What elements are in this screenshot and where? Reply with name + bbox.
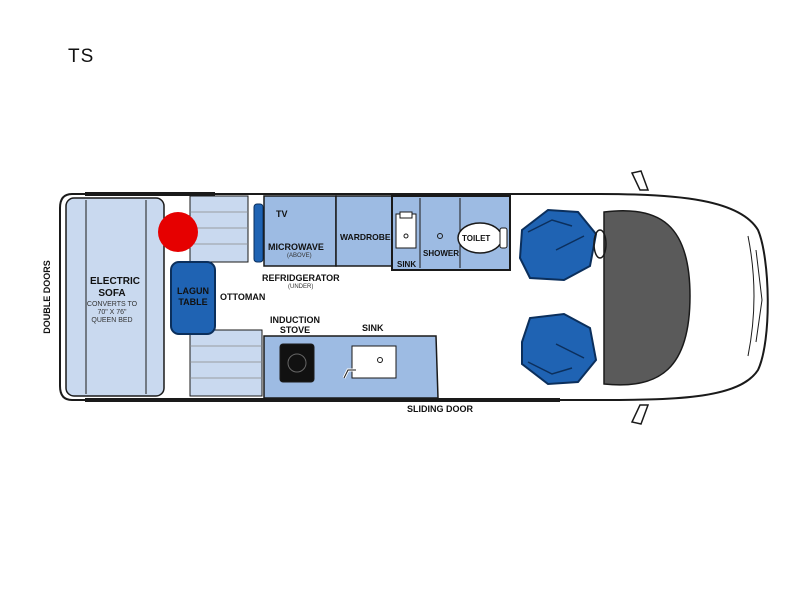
wardrobe [335, 195, 393, 267]
microwave-cabinet [263, 195, 337, 267]
rear-bench [189, 195, 249, 263]
front-bench [189, 329, 263, 397]
bath-sink [395, 213, 417, 249]
steering-wheel [593, 229, 607, 259]
tv [253, 203, 264, 263]
sliding-door-label: SLIDING DOOR [407, 404, 474, 414]
windshield [603, 210, 691, 386]
lagun-table-label: LAGUN TABLE [177, 286, 209, 307]
driver-seat [518, 208, 598, 282]
lagun-table[interactable] [170, 261, 216, 335]
bath-sink-label: SINK [397, 260, 417, 269]
tv-label: TV [276, 209, 288, 219]
toilet-label: TOILET [462, 234, 491, 243]
induction-stove [279, 343, 315, 383]
mirror-top [630, 170, 650, 191]
location-marker [158, 212, 198, 252]
shower-label: SHOWER [423, 249, 459, 258]
induction-stove-label: INDUCTION STOVE [270, 315, 320, 335]
passenger-seat [521, 312, 598, 386]
galley-sink-label: SINK [362, 323, 384, 333]
microwave-label: MICROWAVE [268, 242, 324, 252]
double-doors-label: DOUBLE DOORS [42, 260, 52, 334]
refrigerator-note: (UNDER) [288, 284, 314, 290]
ottoman-label: OTTOMAN [220, 292, 266, 302]
refrigerator-label: REFRIDGERATOR [262, 273, 340, 283]
galley-sink [351, 345, 397, 379]
microwave-note: (ABOVE) [287, 253, 312, 259]
sofa-bed-note: CONVERTS TO 70" X 76" QUEEN BED [86, 301, 138, 324]
mirror-bottom [630, 404, 650, 425]
floorplan-title: TS [68, 46, 95, 67]
electric-sofa [65, 197, 165, 397]
wardrobe-label: WARDROBE [340, 232, 391, 242]
